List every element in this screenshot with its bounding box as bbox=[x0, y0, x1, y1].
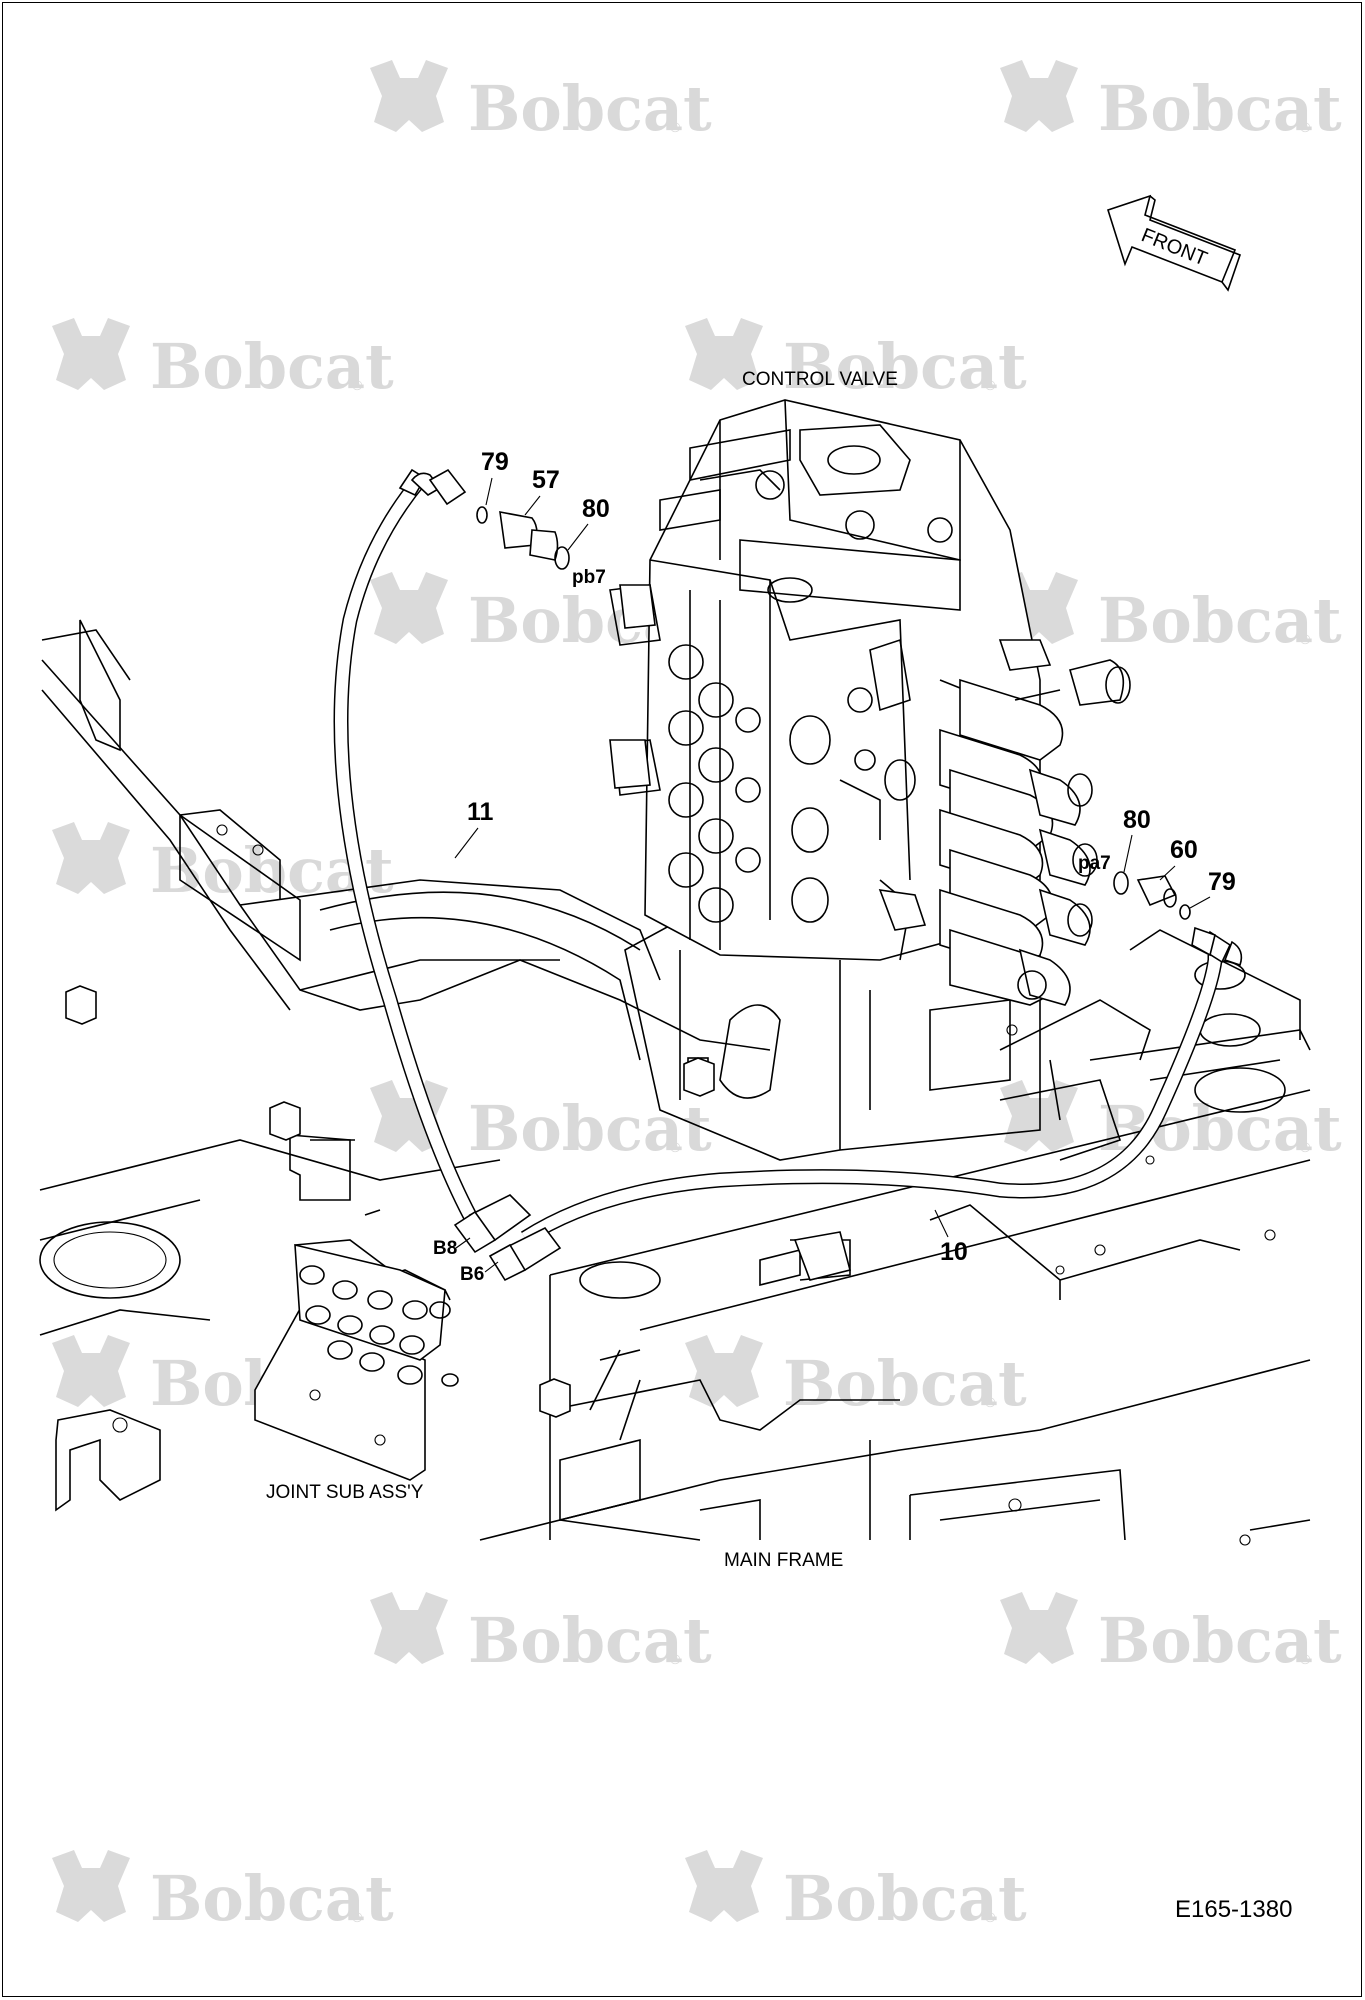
o-ring-79-upper bbox=[476, 506, 488, 524]
front-arrow: FRONT bbox=[1107, 194, 1242, 292]
callout-60: 60 bbox=[1170, 836, 1198, 864]
o-ring-80-upper bbox=[554, 546, 570, 570]
svg-text:®: ® bbox=[985, 1909, 996, 1925]
watermark: Bobcat ® bbox=[52, 318, 394, 403]
callout-80-lower: 80 bbox=[1123, 806, 1151, 834]
watermark-text: Bobcat bbox=[150, 330, 394, 403]
lower-fittings bbox=[1113, 871, 1191, 920]
svg-text:®: ® bbox=[352, 1909, 363, 1925]
watermark: Bobcat ® bbox=[685, 1335, 1027, 1420]
watermark-text: Bobcat bbox=[468, 72, 712, 145]
port-b6: B6 bbox=[460, 1264, 484, 1285]
svg-text:®: ® bbox=[670, 1139, 681, 1155]
callout-10: 10 bbox=[940, 1238, 968, 1266]
upper-fittings bbox=[476, 506, 570, 570]
watermark: Bobcat ® bbox=[370, 1592, 712, 1677]
watermark-layer: Bobcat ® Bobcat ® Bobcat ® Bobcat ® Bobc… bbox=[52, 60, 1342, 1935]
watermark: Bobcat ® bbox=[685, 318, 1027, 403]
port-pa7: pa7 bbox=[1078, 853, 1111, 874]
svg-text:®: ® bbox=[1300, 119, 1311, 135]
drawing-code: E165-1380 bbox=[1175, 1896, 1292, 1923]
callout-79-upper: 79 bbox=[481, 448, 509, 476]
hose-11 bbox=[333, 468, 532, 1254]
fitting-60 bbox=[1136, 875, 1177, 907]
svg-text:®: ® bbox=[985, 1394, 996, 1410]
watermark-text: Bobcat bbox=[150, 1862, 394, 1935]
watermark: Bobcat ® bbox=[52, 1850, 394, 1935]
svg-text:®: ® bbox=[670, 1651, 681, 1667]
svg-text:®: ® bbox=[1300, 1651, 1311, 1667]
port-pb7: pb7 bbox=[572, 567, 606, 588]
joint-sub-assy-label: JOINT SUB ASS'Y bbox=[266, 1482, 424, 1503]
watermark-text: Bobcat bbox=[783, 1862, 1027, 1935]
main-frame-label: MAIN FRAME bbox=[724, 1550, 843, 1571]
part-callouts: 79 57 80 pb7 11 80 60 79 pa7 10 B8 B6 bbox=[433, 448, 1236, 1285]
valve-spools bbox=[878, 639, 1131, 1006]
watermark-text: Bobcat bbox=[783, 330, 1027, 403]
watermark-text: Bobcat bbox=[783, 1347, 1027, 1420]
svg-text:®: ® bbox=[352, 377, 363, 393]
watermark: Bobcat ® bbox=[685, 1850, 1027, 1935]
o-ring-80-lower bbox=[1113, 871, 1129, 895]
watermark: Bobcat ® bbox=[370, 60, 712, 145]
callout-79-lower: 79 bbox=[1208, 868, 1236, 896]
watermark-text: Bobcat bbox=[1098, 1604, 1342, 1677]
watermark: Bobcat ® bbox=[1000, 1592, 1342, 1677]
svg-text:®: ® bbox=[1300, 1139, 1311, 1155]
watermark-text: Bobcat bbox=[1098, 72, 1342, 145]
svg-text:®: ® bbox=[985, 377, 996, 393]
port-b8: B8 bbox=[433, 1238, 457, 1259]
control-valve-label: CONTROL VALVE bbox=[742, 369, 898, 390]
o-ring-79-lower bbox=[1179, 904, 1191, 920]
watermark: Bobcat ® bbox=[1000, 60, 1342, 145]
callout-57: 57 bbox=[532, 466, 560, 494]
callout-11: 11 bbox=[467, 798, 494, 826]
watermark-text: Bobcat bbox=[468, 1604, 712, 1677]
joint-sub-assy-drawing bbox=[254, 1239, 459, 1481]
control-valve-drawing bbox=[609, 399, 1131, 1006]
watermark-text: Bobcat bbox=[1098, 584, 1342, 657]
svg-text:®: ® bbox=[670, 119, 681, 135]
callout-80-upper: 80 bbox=[582, 495, 610, 523]
watermark: Bobcat ® bbox=[1000, 572, 1342, 657]
hose-10 bbox=[488, 926, 1243, 1282]
watermark-text: Bobcat bbox=[468, 1092, 712, 1165]
svg-text:®: ® bbox=[1300, 631, 1311, 647]
